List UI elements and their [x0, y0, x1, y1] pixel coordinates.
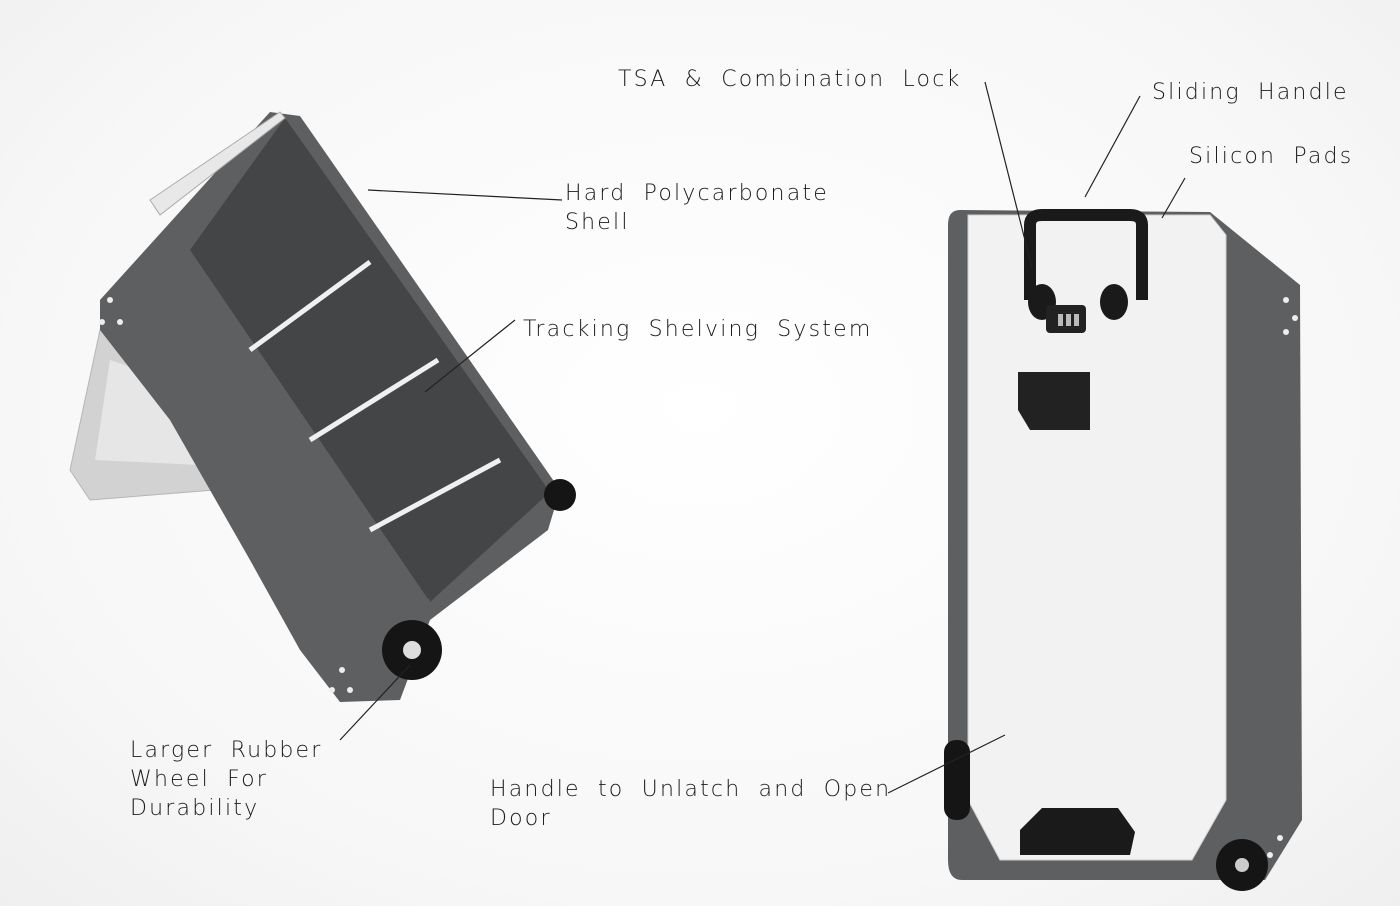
- closed-luggage-illustration: [944, 209, 1302, 891]
- label-silicon-pads: Silicon Pads: [1189, 142, 1353, 171]
- label-text: Wheel For: [130, 767, 269, 792]
- open-luggage-illustration: [69, 111, 576, 702]
- label-sliding-handle: Sliding Handle: [1152, 78, 1349, 107]
- door-handle: [1020, 808, 1135, 855]
- label-text: Tracking Shelving System: [523, 317, 873, 342]
- label-text: Door: [490, 806, 552, 831]
- top-grip: [1018, 372, 1090, 430]
- leader-tsa: [984, 81, 1033, 269]
- label-text: Larger Rubber: [130, 738, 323, 763]
- leader-shell: [367, 189, 563, 201]
- shelves: [248, 259, 502, 533]
- label-text: Durability: [130, 796, 260, 821]
- label-shell: Hard Polycarbonate Shell: [565, 179, 829, 237]
- rear-wheel: [544, 479, 576, 511]
- label-text: Handle to Unlatch and Open: [490, 777, 892, 802]
- label-text: Silicon Pads: [1189, 144, 1354, 169]
- label-wheel: Larger Rubber Wheel For Durability: [130, 736, 323, 823]
- leader-door: [887, 734, 1006, 794]
- leader-wheel: [339, 664, 411, 741]
- label-door-handle: Handle to Unlatch and Open Door: [490, 775, 891, 833]
- sliding-handle: [1024, 209, 1148, 300]
- leader-shelving: [424, 319, 516, 393]
- leader-handle: [1084, 95, 1141, 198]
- label-shelving: Tracking Shelving System: [523, 315, 872, 344]
- label-tsa-lock: TSA & Combination Lock: [618, 65, 961, 94]
- front-panel: [967, 214, 1227, 861]
- label-text: Shell: [565, 210, 630, 235]
- leader-lines: [339, 81, 1186, 794]
- label-text: TSA & Combination Lock: [618, 67, 962, 92]
- label-text: Sliding Handle: [1152, 80, 1349, 105]
- label-text: Hard Polycarbonate: [565, 181, 829, 206]
- leader-pads: [1161, 177, 1186, 219]
